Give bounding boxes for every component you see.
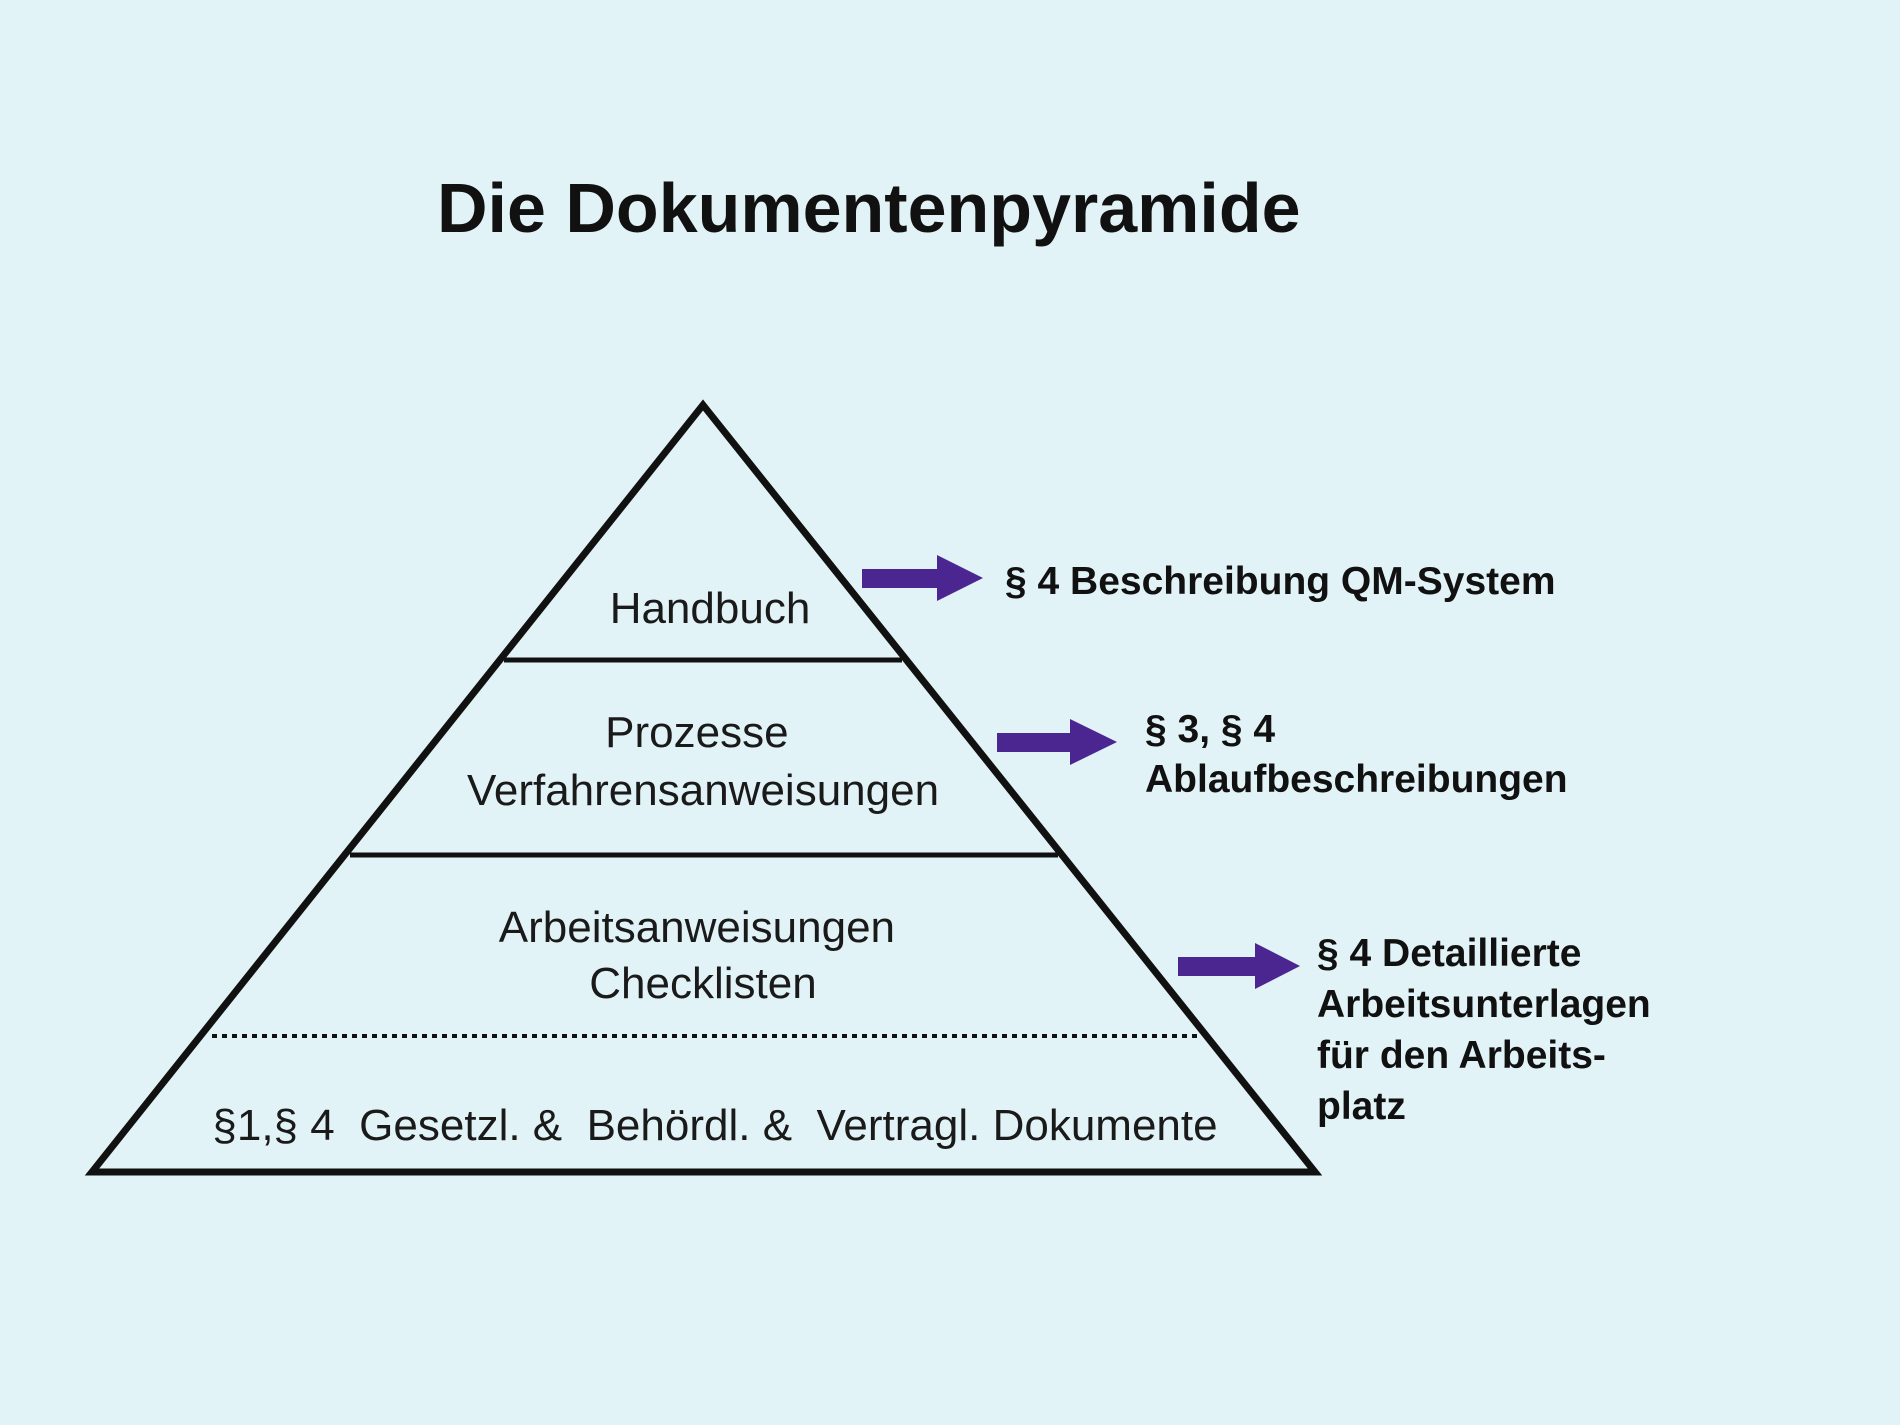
diagram-title: Die Dokumentenpyramide — [437, 169, 1301, 247]
reference-label-1: § 4 Beschreibung QM-System — [1005, 560, 1556, 603]
level-label-handbuch: Handbuch — [610, 584, 811, 633]
reference-label-3: § 4 Detaillierte Arbeitsunterlagen für d… — [1317, 932, 1662, 1128]
level-label-arbeitsanweisungen: Arbeitsanweisungen Checklisten — [499, 903, 908, 1008]
level-label-dokumente: §1,§ 4 Gesetzl. & Behördl. & Vertragl. D… — [212, 1101, 1217, 1150]
arrow-2 — [997, 719, 1117, 765]
arrow-3 — [1178, 943, 1300, 989]
reference-label-2: § 3, § 4 Ablaufbeschreibungen — [1145, 708, 1568, 801]
arrow-1 — [862, 555, 983, 601]
level-label-prozesse: Prozesse Verfahrensanweisungen — [467, 708, 939, 815]
pyramid-outline — [84, 399, 1323, 1176]
